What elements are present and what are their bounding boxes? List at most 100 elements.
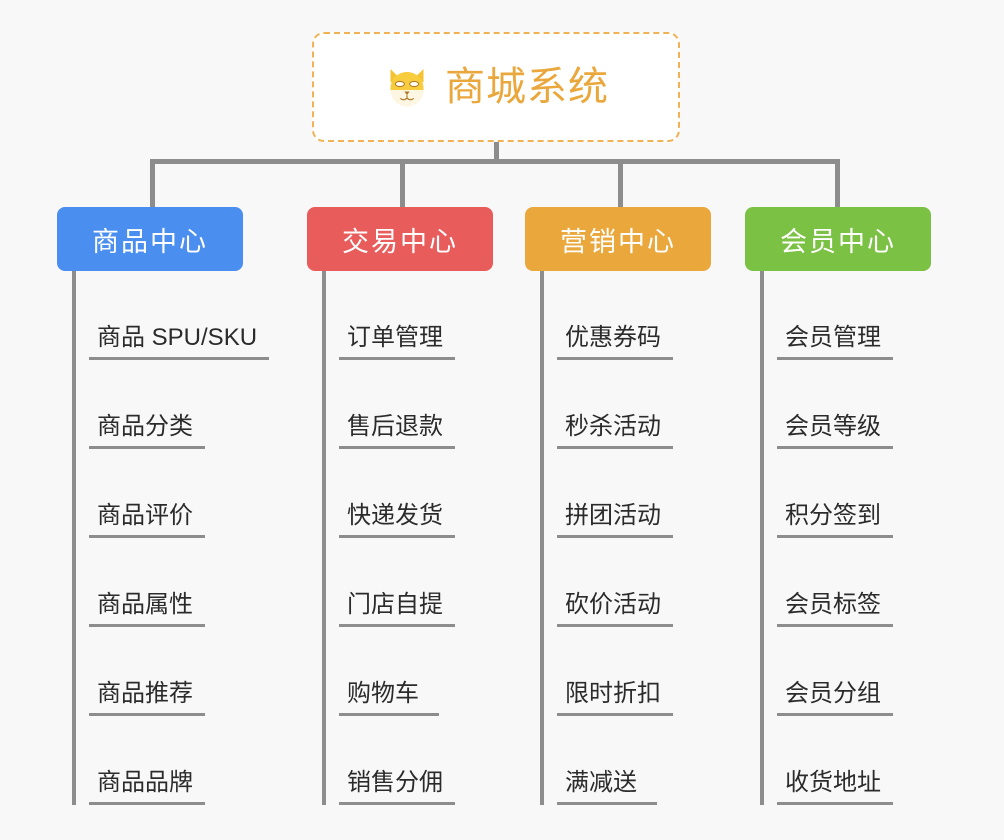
list-item[interactable]: 积分签到 (745, 449, 965, 538)
leaf-underline (89, 446, 205, 449)
list-item[interactable]: 商品评价 (57, 449, 277, 538)
leaf-label: 会员分组 (785, 680, 881, 707)
leaf-label: 收货地址 (785, 769, 881, 796)
leaf-underline (557, 802, 657, 805)
leaf-label: 商品推荐 (97, 680, 193, 707)
root-node[interactable]: 商城系统 (312, 32, 680, 142)
list-item[interactable]: 销售分佣 (307, 716, 527, 805)
leaf-underline (89, 713, 205, 716)
leaf-label: 购物车 (347, 680, 419, 707)
leaf-underline (557, 357, 673, 360)
list-item[interactable]: 门店自提 (307, 538, 527, 627)
leaf-underline (89, 802, 205, 805)
list-item[interactable]: 秒杀活动 (525, 360, 745, 449)
category-header-trade[interactable]: 交易中心 (307, 207, 493, 271)
connector-drop-3 (618, 159, 623, 207)
connector-drop-2 (400, 159, 405, 207)
leaf-label: 满减送 (565, 769, 637, 796)
list-item[interactable]: 购物车 (307, 627, 527, 716)
shiba-dog-face-icon (390, 69, 424, 107)
list-item[interactable]: 优惠券码 (525, 271, 745, 360)
list-item[interactable]: 商品分类 (57, 360, 277, 449)
category-header-member[interactable]: 会员中心 (745, 207, 931, 271)
leaf-underline (339, 713, 439, 716)
list-item[interactable]: 会员等级 (745, 360, 965, 449)
leaf-label: 优惠券码 (565, 324, 661, 351)
leaf-label: 商品属性 (97, 591, 193, 618)
leaf-label: 积分签到 (785, 502, 881, 529)
leaf-list-marketing: 优惠券码 秒杀活动 拼团活动 砍价活动 限时折扣 满减送 (525, 271, 745, 805)
connector-drop-1 (150, 159, 155, 207)
list-item[interactable]: 商品 SPU/SKU (57, 271, 277, 360)
connector-root-stem (494, 142, 499, 162)
leaf-underline (557, 446, 673, 449)
list-item[interactable]: 商品品牌 (57, 716, 277, 805)
leaf-list-member: 会员管理 会员等级 积分签到 会员标签 会员分组 收货地址 (745, 271, 965, 805)
leaf-label: 会员标签 (785, 591, 881, 618)
leaf-underline (557, 535, 673, 538)
leaf-label: 限时折扣 (565, 680, 661, 707)
list-item[interactable]: 商品属性 (57, 538, 277, 627)
leaf-label: 商品 SPU/SKU (97, 324, 258, 351)
category-spine-trade (322, 271, 326, 805)
leaf-label: 商品评价 (97, 502, 193, 529)
connector-drop-4 (835, 159, 840, 207)
list-item[interactable]: 商品推荐 (57, 627, 277, 716)
leaf-label: 会员等级 (785, 413, 881, 440)
category-spine-marketing (540, 271, 544, 805)
leaf-underline (89, 535, 205, 538)
list-item[interactable]: 会员分组 (745, 627, 965, 716)
list-item[interactable]: 订单管理 (307, 271, 527, 360)
leaf-label: 销售分佣 (347, 769, 443, 796)
leaf-underline (777, 357, 893, 360)
leaf-label: 门店自提 (347, 591, 443, 618)
list-item[interactable]: 收货地址 (745, 716, 965, 805)
list-item[interactable]: 砍价活动 (525, 538, 745, 627)
list-item[interactable]: 会员管理 (745, 271, 965, 360)
leaf-underline (557, 713, 673, 716)
category-spine-product (72, 271, 76, 805)
leaf-list-trade: 订单管理 售后退款 快递发货 门店自提 购物车 销售分佣 (307, 271, 527, 805)
leaf-label: 商品品牌 (97, 769, 193, 796)
category-column-marketing: 营销中心 优惠券码 秒杀活动 拼团活动 砍价活动 限时折扣 满减送 (525, 207, 745, 805)
list-item[interactable]: 快递发货 (307, 449, 527, 538)
leaf-label: 砍价活动 (565, 591, 661, 618)
leaf-underline (89, 357, 270, 360)
leaf-underline (339, 357, 455, 360)
leaf-label: 售后退款 (347, 413, 443, 440)
leaf-underline (777, 802, 893, 805)
root-title: 商城系统 (445, 65, 609, 109)
leaf-label: 订单管理 (347, 324, 443, 351)
list-item[interactable]: 拼团活动 (525, 449, 745, 538)
leaf-underline (339, 802, 455, 805)
leaf-underline (339, 535, 455, 538)
list-item[interactable]: 会员标签 (745, 538, 965, 627)
leaf-list-product: 商品 SPU/SKU 商品分类 商品评价 商品属性 商品推荐 商品品牌 (57, 271, 277, 805)
leaf-underline (777, 535, 893, 538)
connector-horizontal-bar (150, 159, 840, 164)
category-header-product[interactable]: 商品中心 (57, 207, 243, 271)
leaf-underline (777, 624, 893, 627)
category-column-product: 商品中心 商品 SPU/SKU 商品分类 商品评价 商品属性 商品推荐 商品品牌 (57, 207, 277, 805)
leaf-underline (339, 446, 455, 449)
leaf-underline (777, 713, 893, 716)
category-label: 交易中心 (342, 226, 458, 257)
category-label: 营销中心 (560, 226, 676, 257)
leaf-underline (339, 624, 455, 627)
leaf-label: 快递发货 (347, 502, 443, 529)
list-item[interactable]: 售后退款 (307, 360, 527, 449)
leaf-underline (777, 446, 893, 449)
leaf-underline (557, 624, 673, 627)
leaf-label: 会员管理 (785, 324, 881, 351)
category-header-marketing[interactable]: 营销中心 (525, 207, 711, 271)
category-column-member: 会员中心 会员管理 会员等级 积分签到 会员标签 会员分组 收货地址 (745, 207, 965, 805)
leaf-label: 秒杀活动 (565, 413, 661, 440)
list-item[interactable]: 满减送 (525, 716, 745, 805)
category-spine-member (760, 271, 764, 805)
category-label: 商品中心 (92, 226, 208, 257)
leaf-label: 商品分类 (97, 413, 193, 440)
category-column-trade: 交易中心 订单管理 售后退款 快递发货 门店自提 购物车 销售分佣 (307, 207, 527, 805)
list-item[interactable]: 限时折扣 (525, 627, 745, 716)
leaf-label: 拼团活动 (565, 502, 661, 529)
